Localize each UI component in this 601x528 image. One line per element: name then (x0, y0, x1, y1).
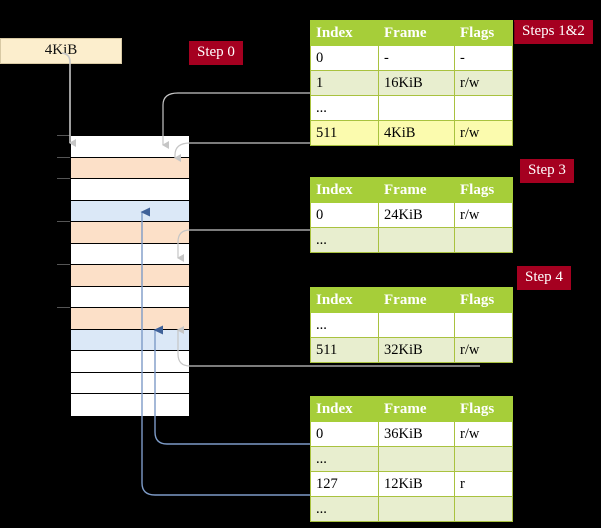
memory-frame-8 (71, 308, 189, 330)
table-row: ... (310, 95, 513, 121)
cell-index: ... (310, 446, 379, 472)
column-header-index: Index (310, 287, 379, 313)
column-header-flags: Flags (454, 177, 513, 203)
column-header-index: Index (310, 20, 379, 46)
memory-frame-10 (71, 351, 189, 373)
cell-index: ... (310, 312, 379, 338)
badge-steps-1-2: Steps 1&2 (514, 20, 593, 44)
memory-frame-0 (71, 136, 189, 158)
column-header-index: Index (310, 396, 379, 422)
table-row: ... (310, 312, 513, 338)
cell-flags (454, 227, 513, 253)
memory-frame-12 (71, 394, 189, 416)
cell-index: 0 (310, 202, 379, 228)
table-row: ... (310, 227, 513, 253)
cell-flags: r/w (454, 202, 513, 228)
memory-frame-4 (71, 222, 189, 244)
cell-index: 0 (310, 421, 379, 447)
cell-flags (454, 446, 513, 472)
cell-flags: r (454, 471, 513, 497)
physical-memory-column (70, 135, 190, 416)
table-row: ... (310, 446, 513, 472)
memory-tick-4 (57, 221, 70, 222)
memory-tick-8 (57, 307, 70, 308)
badge-step-3: Step 3 (520, 159, 574, 183)
table-row: 0-- (310, 45, 513, 71)
memory-frame-2 (71, 179, 189, 201)
cell-flags: r/w (454, 421, 513, 447)
cell-flags: r/w (454, 337, 513, 363)
source-frame-box: 4KiB (0, 38, 122, 64)
cell-flags: - (454, 45, 513, 71)
cell-flags (454, 312, 513, 338)
cell-flags (454, 496, 513, 522)
cell-frame (378, 496, 455, 522)
memory-frame-7 (71, 286, 189, 308)
cell-index: 0 (310, 45, 379, 71)
badge-step-3-label: Step 3 (528, 162, 566, 178)
cell-index: 511 (310, 120, 379, 146)
cell-frame: 32KiB (378, 337, 455, 363)
cell-frame: - (378, 45, 455, 71)
column-header-flags: Flags (454, 20, 513, 46)
cell-frame (378, 227, 455, 253)
badge-step-0: Step 0 (189, 41, 243, 65)
column-header-flags: Flags (454, 287, 513, 313)
wire-step0 (61, 52, 76, 147)
badge-steps-1-2-label: Steps 1&2 (522, 23, 585, 39)
column-header-frame: Frame (378, 287, 455, 313)
badge-step-0-label: Step 0 (197, 44, 235, 60)
memory-tick-6 (57, 264, 70, 265)
cell-frame: 24KiB (378, 202, 455, 228)
cell-index: 1 (310, 70, 379, 96)
cell-frame: 16KiB (378, 70, 455, 96)
memory-frame-11 (71, 372, 189, 394)
memory-frame-1 (71, 157, 189, 179)
cell-frame (378, 312, 455, 338)
badge-step-4: Step 4 (517, 266, 571, 290)
memory-frame-5 (71, 243, 189, 265)
memory-frame-9 (71, 329, 189, 351)
cell-flags: r/w (454, 70, 513, 96)
table-row: ... (310, 496, 513, 522)
cell-flags: r/w (454, 120, 513, 146)
cell-frame (378, 446, 455, 472)
cell-index: ... (310, 496, 379, 522)
column-header-frame: Frame (378, 396, 455, 422)
cell-flags (454, 95, 513, 121)
cell-frame: 36KiB (378, 421, 455, 447)
column-header-index: Index (310, 177, 379, 203)
memory-tick-2 (57, 178, 70, 179)
column-header-frame: Frame (378, 177, 455, 203)
cell-frame: 12KiB (378, 471, 455, 497)
cell-frame: 4KiB (378, 120, 455, 146)
cell-index: 127 (310, 471, 379, 497)
badge-step-4-label: Step 4 (525, 269, 563, 285)
memory-tick-1 (57, 156, 70, 158)
column-header-flags: Flags (454, 396, 513, 422)
memory-frame-3 (71, 200, 189, 222)
cell-index: 511 (310, 337, 379, 363)
cell-index: ... (310, 227, 379, 253)
cell-index: ... (310, 95, 379, 121)
memory-tick-0 (57, 135, 70, 136)
memory-frame-6 (71, 265, 189, 287)
column-header-frame: Frame (378, 20, 455, 46)
source-frame-label: 4KiB (44, 42, 78, 58)
cell-frame (378, 95, 455, 121)
